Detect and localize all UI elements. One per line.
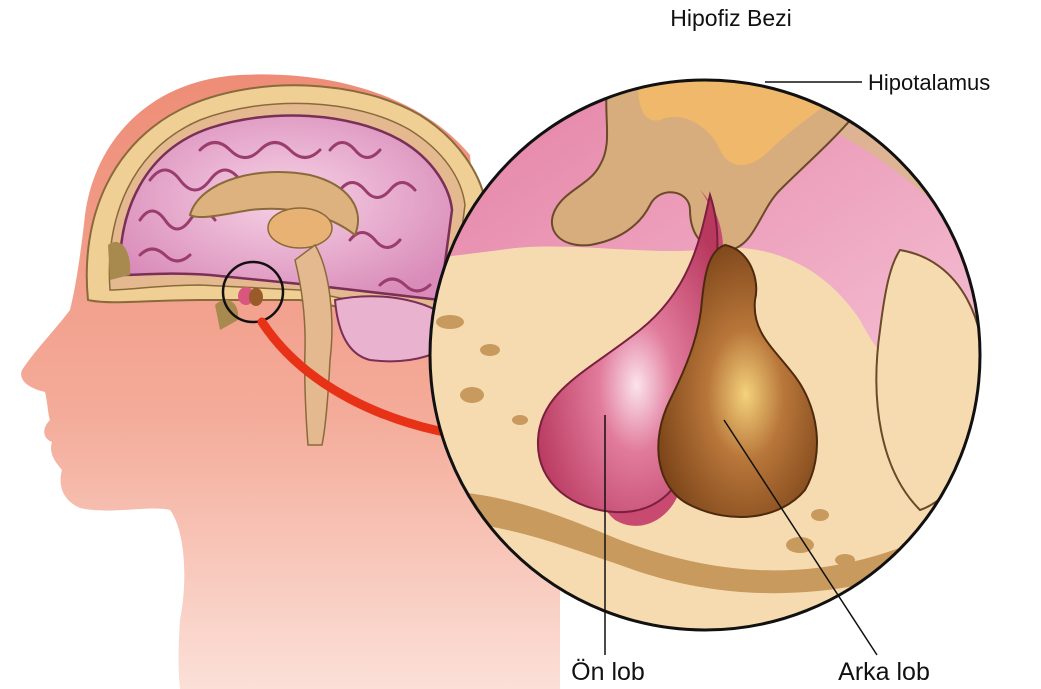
posterior-lobe-label: Arka lob [838,658,930,686]
hypothalamus-label: Hipotalamus [868,70,990,95]
anterior-lobe-label: Ön lob [571,658,645,686]
diagram-title: Hipofiz Bezi [670,5,791,31]
